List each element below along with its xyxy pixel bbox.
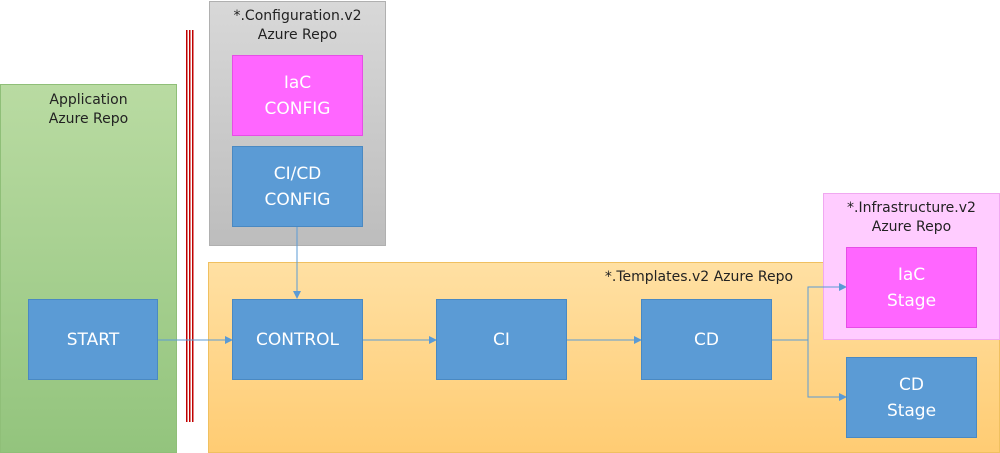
iac-stage-box: IaC Stage (846, 247, 977, 328)
configuration-repo-label-line2: Azure Repo (257, 27, 338, 43)
repo-separator (186, 30, 195, 422)
cd-box: CD (641, 299, 772, 380)
templates-repo-label: *.Templates.v2 Azure Repo (604, 269, 794, 285)
configuration-repo-label-line1: *.Configuration.v2 (233, 8, 362, 24)
configuration-repo-label: *.Configuration.v2 Azure Repo (210, 7, 385, 45)
iac-stage-label-line1: IaC (897, 264, 926, 285)
cd-stage-label-line2: Stage (886, 400, 937, 421)
cd-stage-label-line1: CD (899, 374, 924, 395)
start-label: START (66, 329, 120, 350)
cd-label: CD (694, 329, 719, 350)
cd-stage-box: CD Stage (846, 357, 977, 438)
application-repo-label-line1: Application (49, 92, 128, 108)
application-repo-region: Application Azure Repo (0, 84, 177, 453)
application-repo-label: Application Azure Repo (1, 91, 176, 129)
ci-box: CI (436, 299, 567, 380)
control-box: CONTROL (232, 299, 363, 380)
connector-cd-to-cd-stage (807, 340, 847, 401)
iac-stage-label-line2: Stage (886, 290, 937, 311)
control-label: CONTROL (255, 329, 340, 350)
ci-label: CI (493, 329, 510, 350)
iac-config-label-line2: CONFIG (264, 98, 331, 119)
cicd-config-box: CI/CD CONFIG (232, 146, 363, 227)
infrastructure-repo-label: *.Infrastructure.v2 Azure Repo (824, 199, 999, 237)
infrastructure-repo-label-line2: Azure Repo (871, 219, 952, 235)
cicd-config-label-line1: CI/CD (273, 163, 322, 184)
connector-cd-to-iac-stage (772, 283, 847, 341)
infrastructure-repo-label-line1: *.Infrastructure.v2 (847, 200, 976, 216)
iac-config-label-line1: IaC (283, 72, 312, 93)
iac-config-box: IaC CONFIG (232, 55, 363, 136)
application-repo-label-line2: Azure Repo (48, 111, 129, 127)
start-box: START (28, 299, 158, 380)
cicd-config-label-line2: CONFIG (264, 189, 331, 210)
